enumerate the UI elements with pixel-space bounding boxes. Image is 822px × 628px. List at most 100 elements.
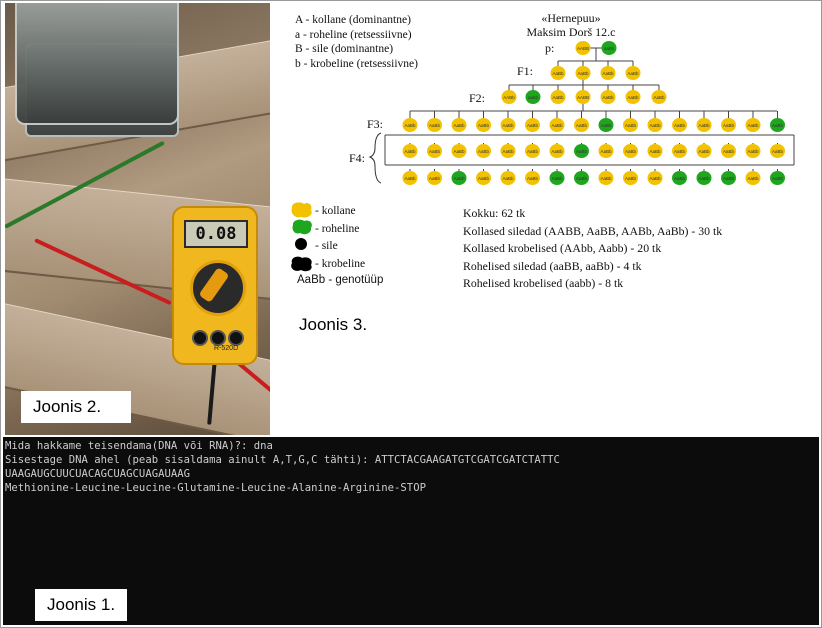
pea-node: AaBb [625, 90, 641, 104]
pea-icon [623, 118, 638, 132]
pea-tree-diagram: A - kollane (dominantne) a - roheline (r… [271, 3, 819, 435]
genotype-label: AaBb [698, 123, 710, 128]
genotype-label: AaBb [602, 71, 614, 76]
allele-line: b - krobeline (retsessiivne) [295, 57, 418, 70]
genotype-label: AaBb [429, 123, 441, 128]
jack [192, 330, 208, 346]
jack [228, 330, 244, 346]
pea-node: AaBb [451, 171, 467, 185]
pea-node: AaBb [574, 144, 589, 158]
legend-genotype-row: AaBb - genotüüp [297, 273, 383, 288]
pea-node: AaBb [672, 118, 687, 132]
genotype-label: AaBb [653, 95, 665, 100]
pea-icon [672, 171, 687, 185]
pea-icon [623, 144, 638, 158]
genotype-label: AaBb [527, 176, 539, 181]
pea-node: AaBb [549, 171, 565, 185]
pea-node: AaBb [525, 118, 540, 132]
genotype-label: AaBb [552, 71, 564, 76]
genotype-label: AaBb [404, 123, 416, 128]
genotype-label: AaBb [404, 149, 416, 154]
stat-line: Kollased siledad (AABB, AaBB, AABb, AaBb… [463, 223, 723, 238]
genotype-label: AaBb [698, 176, 710, 181]
pea-node: AaBb [600, 66, 616, 80]
pea-node: AaBb [625, 66, 641, 80]
pea-icon [625, 66, 641, 80]
genotype-label: AABB [577, 95, 589, 100]
pea-node: AaBb [574, 118, 589, 132]
pea-node: AaBb [623, 118, 638, 132]
pea-node: AaBb [402, 144, 418, 158]
yellow-blob-icon [291, 202, 312, 218]
genotype-label: AaBb [674, 176, 686, 181]
pea-node: AaBb [525, 171, 540, 185]
genotype-label: AaBb [502, 123, 514, 128]
genotype-label: AaBb [674, 149, 686, 154]
black-blob-icon [291, 256, 312, 272]
genotype-label: AaBb [576, 176, 588, 181]
genotype-sample: AaBb [297, 274, 326, 286]
pea-icon [500, 171, 516, 185]
genotype-label: AaBb [576, 149, 588, 154]
pea-node: AaBb [550, 90, 566, 104]
pea-node: AaBb [696, 118, 712, 132]
pea-icon [476, 171, 491, 185]
genotype-label: AaBb [551, 149, 563, 154]
gen-label-f1: F1: [517, 64, 534, 78]
pea-icon [575, 41, 591, 55]
pea-icon [550, 66, 566, 80]
genotype-label: AaBb [747, 176, 759, 181]
gen-label-f3: F3: [367, 117, 384, 131]
genotype-label: AaBb [551, 123, 563, 128]
pea-icon [574, 118, 589, 132]
title-author: Maksim Dorš 12.c [526, 25, 616, 39]
pea-icon [525, 118, 540, 132]
pea-node: aabb [601, 41, 617, 55]
pea-icon [625, 90, 641, 104]
pea-node: AaBb [476, 118, 491, 132]
genotype-label: AaBb [552, 95, 564, 100]
pea-node: AaBb [647, 144, 663, 158]
stat-line: Kollased krobelised (AAbb, Aabb) - 20 tk [463, 241, 662, 255]
stat-line: Kokku: 62 tk [463, 206, 526, 220]
pea-node: AaBb [770, 144, 785, 158]
pea-node: AABb [501, 90, 517, 104]
pea-node: AaBb [696, 171, 712, 185]
pea-node: AaBb [549, 118, 565, 132]
pea-icon [647, 118, 663, 132]
genotype-label: AaBb [527, 123, 539, 128]
genotype-label: AaBb [698, 149, 710, 154]
pea-icon [598, 171, 614, 185]
legend-label: - sile [315, 240, 338, 252]
pea-node: aabb [525, 90, 541, 104]
pea-node: AaBb [550, 66, 566, 80]
genotype-label: AaBb [527, 149, 539, 154]
plastic-container [15, 3, 179, 125]
pea-icon [696, 171, 712, 185]
pea-node: AaBb [651, 90, 667, 104]
pea-node: AaBb [745, 171, 761, 185]
genotype-label: AaBb [478, 149, 490, 154]
genotype-label: AaBb [453, 123, 465, 128]
pea-icon [525, 144, 540, 158]
legend-icons [291, 202, 312, 272]
genotype-label: AaBb [478, 176, 490, 181]
console-line: Mida hakkame teisendama(DNA või RNA)?: d… [5, 440, 273, 452]
pea-node: AaBb [721, 171, 736, 185]
pea-icon [402, 118, 418, 132]
multimeter-model: R-520D [214, 345, 239, 352]
pea-node: AaBb [745, 144, 761, 158]
multimeter-display: 0.08 [184, 220, 248, 248]
genotype-label: AaBb [649, 123, 661, 128]
pea-node: AaBb [476, 171, 491, 185]
allele-line: A - kollane (dominantne) [295, 14, 411, 26]
pea-icon [647, 144, 663, 158]
console-window: Mida hakkame teisendama(DNA või RNA)?: d… [3, 437, 819, 625]
pea-node: AaBb [451, 118, 467, 132]
pea-icon [651, 90, 667, 104]
pea-node: AaBb [600, 90, 616, 104]
pea-icon [647, 171, 663, 185]
genotype-label: AaBb [747, 123, 759, 128]
gen-label-f2: F2: [469, 91, 486, 105]
pea-icon [525, 90, 541, 104]
